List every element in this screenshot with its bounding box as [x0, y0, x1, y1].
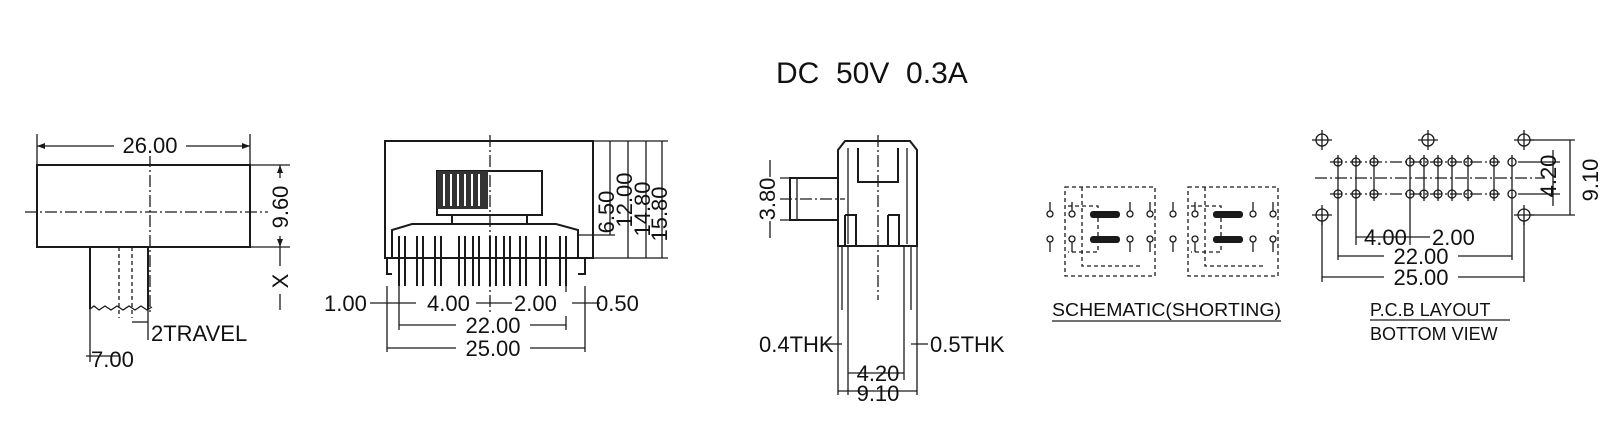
travel-label: 2TRAVEL [151, 321, 247, 346]
rating-title: DC 50V 0.3A [776, 57, 968, 90]
right-offset-label: 0.50 [596, 291, 639, 316]
label-mask [416, 292, 476, 316]
label-mask [756, 177, 780, 221]
label-mask [456, 336, 530, 360]
schematic-pole-left [1046, 186, 1156, 277]
actuator-width-label: 7.00 [91, 347, 134, 372]
pcb-caption-line1: P.C.B LAYOUT [1370, 300, 1490, 320]
extension-lines [1518, 139, 1575, 216]
end-view: 3.80 0.4THK 0.5THK 4.20 9.10 [755, 135, 1005, 406]
depth-label: 9.10 [857, 381, 900, 406]
left-thk-label: 0.4THK [759, 332, 834, 357]
height-label: 9.60 [268, 186, 293, 229]
label-mask [268, 178, 292, 236]
label-mask [114, 130, 186, 156]
pcb-pitch-400-label: 4.00 [1364, 225, 1407, 250]
dim-650-label: 6.50 [594, 191, 619, 234]
actuator-outline [89, 247, 149, 309]
terminal-pins [398, 236, 567, 286]
label-mask [1384, 266, 1458, 288]
schematic-caption: SCHEMATIC(SHORTING) [1052, 300, 1281, 320]
pcb-outer-label: 9.10 [1578, 159, 1603, 202]
knob-rib-gaps [443, 174, 480, 206]
left-offset-label: 1.00 [324, 291, 367, 316]
end-terminal-tops [844, 214, 900, 246]
end-terminal-legs [841, 246, 912, 310]
actuator-height-label: 3.80 [755, 178, 780, 221]
schematic-view: SCHEMATIC(SHORTING) [1046, 186, 1281, 322]
label-mask [1384, 246, 1458, 268]
switch-body-outline [36, 164, 251, 248]
pcb-pitch-200-label: 2.00 [1432, 225, 1475, 250]
pcb-row-pitch-label: 4.20 [1536, 155, 1561, 198]
label-mask [512, 292, 572, 316]
pitch-400-label: 4.00 [427, 291, 470, 316]
pcb-pin-holes [1333, 155, 1517, 201]
label-mask [268, 266, 292, 294]
width-label: 26.00 [122, 133, 177, 158]
span-2200-label: 22.00 [465, 313, 520, 338]
side-view: 26.00 9.60 X 7.00 2TRAVEL [25, 130, 293, 372]
frame-side-tabs [386, 258, 586, 275]
extension-lines [1321, 201, 1525, 282]
x-mark: X [268, 273, 293, 288]
right-thk-label: 0.5THK [930, 332, 1005, 357]
end-housing-inner [847, 148, 908, 244]
extension-lines [578, 140, 668, 259]
schematic-pole-right [1169, 186, 1279, 277]
pitch-200-label: 2.00 [514, 291, 557, 316]
extension-lines [386, 286, 586, 352]
metal-frame [391, 223, 579, 258]
front-view: 6.50 12.00 14.80 15.80 1.00 4.00 2.00 0.… [324, 135, 672, 361]
dim-1200-label: 12.00 [612, 172, 637, 227]
dim-1580-label: 15.80 [647, 186, 672, 241]
label-mask [456, 313, 530, 337]
pcb-layout-view: 4.20 9.10 4.00 2.00 22.00 25.00 P.C.B LA… [1312, 130, 1603, 344]
row-pitch-label: 4.20 [857, 361, 900, 386]
extension-lines [837, 246, 918, 395]
dim-1480-label: 14.80 [630, 181, 655, 236]
pcb-span-2500-label: 25.00 [1393, 265, 1448, 290]
span-2500-label: 25.00 [465, 336, 520, 361]
pcb-span-2200-label: 22.00 [1393, 244, 1448, 269]
pcb-caption-line2: BOTTOM VIEW [1370, 324, 1498, 344]
actuator-break-line [89, 305, 153, 311]
